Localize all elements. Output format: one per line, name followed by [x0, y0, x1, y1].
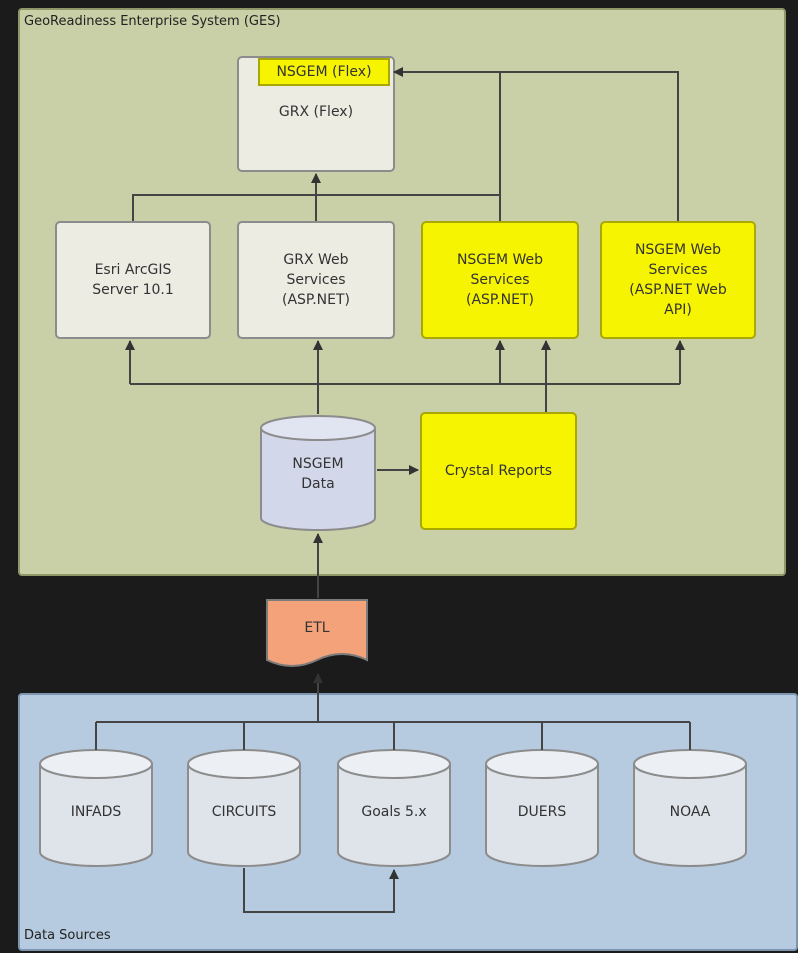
- database-icon: [187, 749, 301, 867]
- source-cylinder-infads: INFADS: [38, 748, 154, 868]
- nsgem-data-label: NSGEM Data: [292, 456, 344, 492]
- connector-nsgemweb-to-flex: [393, 67, 501, 221]
- nsgem-data-cylinder: NSGEM Data: [259, 414, 377, 532]
- nsgem-web-api-label: NSGEM Web Services (ASP.NET Web API): [629, 242, 727, 318]
- crystal-reports-box: Crystal Reports: [420, 412, 577, 530]
- source-label-infads: INFADS: [70, 804, 122, 820]
- database-icon: [260, 415, 376, 531]
- connector-esri-to-grx: [132, 194, 316, 221]
- connector-circuits-to-goals: [243, 868, 399, 913]
- data-sources-panel-title: Data Sources: [24, 928, 111, 943]
- database-icon: [337, 749, 451, 867]
- nsgem-web-api-box: NSGEM Web Services (ASP.NET Web API): [600, 221, 756, 339]
- source-cylinder-duers: DUERS: [484, 748, 600, 868]
- etl-document: ETL: [265, 598, 369, 672]
- database-icon: [485, 749, 599, 867]
- database-icon: [633, 749, 747, 867]
- connector-nsgemweb-to-grx: [316, 194, 501, 221]
- nsgem-flex-label: NSGEM (Flex): [276, 64, 372, 80]
- source-label-duers: DUERS: [517, 804, 567, 820]
- crystal-reports-label: Crystal Reports: [444, 463, 553, 479]
- source-cylinder-noaa: NOAA: [632, 748, 748, 868]
- nsgem-web-services-box: NSGEM Web Services (ASP.NET): [421, 221, 579, 339]
- grx-web-services-box: GRX Web Services (ASP.NET): [237, 221, 395, 339]
- connector-webapi-to-flex: [500, 71, 679, 221]
- source-cylinder-circuits: CIRCUITS: [186, 748, 302, 868]
- esri-arcgis-box: Esri ArcGIS Server 10.1: [55, 221, 211, 339]
- document-icon: [266, 599, 368, 667]
- ges-panel-title: GeoReadiness Enterprise System (GES): [24, 14, 281, 29]
- nsgem-flex-tag: NSGEM (Flex): [258, 58, 390, 86]
- source-label-circuits: CIRCUITS: [211, 804, 277, 820]
- source-cylinder-goals: Goals 5.x: [336, 748, 452, 868]
- grx-flex-label: GRX (Flex): [278, 104, 354, 120]
- database-icon: [39, 749, 153, 867]
- esri-arcgis-label: Esri ArcGIS Server 10.1: [92, 262, 174, 298]
- source-label-noaa: NOAA: [669, 804, 711, 820]
- etl-label: ETL: [304, 620, 330, 636]
- nsgem-web-services-label: NSGEM Web Services (ASP.NET): [456, 252, 544, 308]
- source-label-goals: Goals 5.x: [361, 804, 427, 820]
- grx-web-services-label: GRX Web Services (ASP.NET): [282, 252, 350, 308]
